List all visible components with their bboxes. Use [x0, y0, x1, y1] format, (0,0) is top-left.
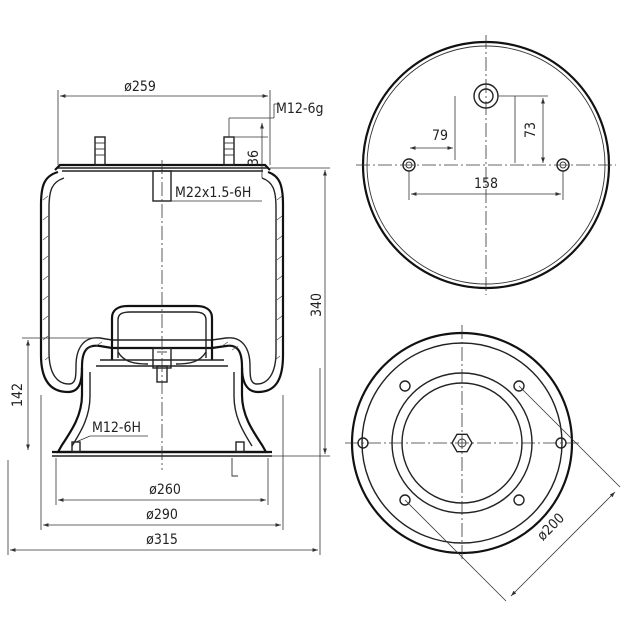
label-stud-thread: M12-6g	[276, 101, 323, 117]
dim-offset-x: 79	[410, 96, 456, 160]
side-view: ø259 M12-6g 36 M22x1.5-6H 340	[7, 79, 330, 555]
dim-piston-height: 142	[10, 337, 96, 450]
bolt-hole	[357, 437, 369, 449]
dim-stud-thread: M12-6g	[228, 101, 323, 137]
dim-bottom-thread: M12-6H	[75, 420, 238, 477]
dim-center-thread: M22x1.5-6H	[171, 185, 262, 202]
label-stud-spacing: 158	[474, 176, 498, 192]
bottom-center-nut	[451, 433, 473, 453]
dim-overall-height: 340	[270, 167, 330, 457]
label-center-thread: M22x1.5-6H	[175, 185, 251, 201]
label-top-diameter: ø259	[124, 79, 156, 95]
label-offset-y: 73	[523, 122, 539, 138]
center-thread-hole	[152, 160, 172, 470]
dim-bellows-diameter: ø290	[40, 395, 284, 530]
label-bolt-circle: ø200	[534, 510, 568, 544]
label-max-diameter: ø315	[146, 532, 178, 548]
rubber-hatching	[42, 195, 283, 361]
label-stud-height: 36	[246, 150, 262, 166]
dim-stud-height: 36	[234, 123, 268, 178]
top-view: 79 73 158	[356, 35, 616, 295]
dim-bolt-circle: ø200	[404, 385, 621, 602]
label-piston-height: 142	[10, 383, 26, 407]
bolt-hole	[399, 494, 411, 506]
top-plate	[54, 163, 271, 172]
mounting-studs	[94, 136, 235, 166]
bolt-hole	[513, 494, 525, 506]
label-overall-height: 340	[309, 293, 325, 317]
dim-stud-spacing: 158	[408, 171, 564, 200]
bolt-hole	[555, 437, 567, 449]
bolt-hole	[399, 380, 411, 392]
label-piston-diameter: ø260	[149, 482, 181, 498]
dim-piston-diameter: ø260	[55, 458, 269, 505]
bottom-view: ø200	[345, 325, 621, 602]
dim-max-diameter: ø315	[7, 368, 321, 555]
label-bellows-diameter: ø290	[146, 507, 178, 523]
label-offset-x: 79	[432, 128, 448, 144]
dim-top-diameter: ø259	[57, 79, 271, 165]
label-bottom-thread: M12-6H	[92, 420, 141, 436]
dim-offset-y: 73	[498, 95, 548, 163]
bolt-hole	[513, 380, 525, 392]
